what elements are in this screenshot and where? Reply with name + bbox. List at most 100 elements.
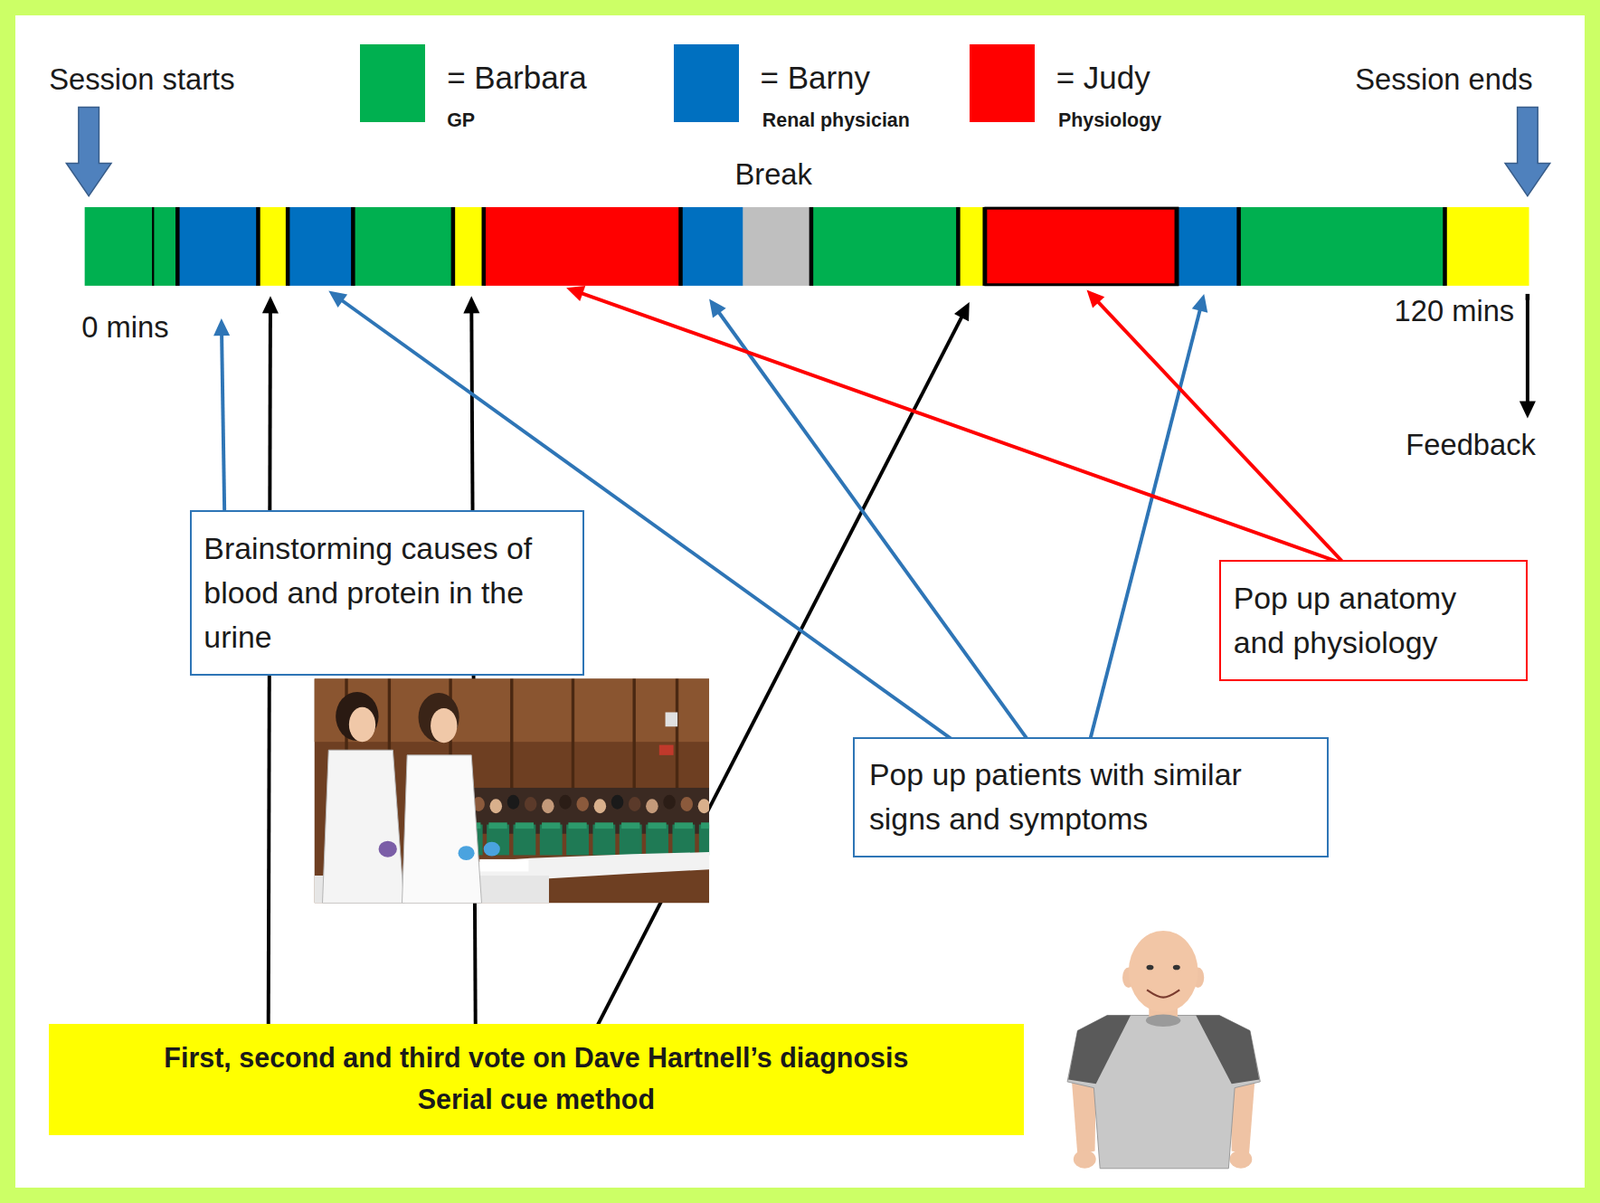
legend-swatch: [969, 44, 1035, 124]
callout-text: Brainstorming causes of blood and protei…: [203, 526, 542, 660]
arrow-head: [709, 299, 727, 319]
arrow-head: [463, 295, 480, 313]
audience-head: [645, 798, 659, 814]
timeline-segment: [811, 207, 960, 286]
audience-head: [524, 796, 538, 812]
segment-divider: [982, 207, 987, 286]
white-coat: [402, 755, 483, 904]
white-coat: [322, 749, 405, 903]
face: [349, 707, 376, 742]
text-label: Physiology: [1058, 109, 1162, 133]
hand: [1073, 1149, 1097, 1168]
green-seat: [619, 824, 643, 856]
classroom-photo: [313, 678, 710, 903]
table-item: [479, 859, 529, 872]
leader-arrow: [1089, 293, 1208, 741]
audience-head: [681, 796, 694, 812]
timeline-segment: [353, 207, 455, 286]
segment-divider: [678, 207, 683, 286]
leader-line: [596, 314, 964, 1027]
segment-divider: [255, 207, 261, 286]
session-arrow: [66, 106, 112, 196]
wall-sign: [659, 745, 674, 756]
photo-wall: [313, 678, 710, 903]
audience-head: [576, 796, 589, 812]
head: [1128, 930, 1199, 1013]
green-seat: [541, 822, 560, 829]
audience-head: [558, 795, 572, 810]
timeline-segment: [1237, 207, 1446, 286]
green-seat: [699, 824, 710, 856]
arrow-head: [262, 295, 279, 313]
leader-line: [579, 292, 1345, 565]
leader-arrow: [709, 299, 1029, 742]
green-seat: [488, 822, 507, 829]
audience-head: [628, 796, 642, 812]
text-label: Session starts: [48, 61, 235, 97]
green-seat: [647, 822, 666, 829]
wall-sign: [665, 711, 679, 727]
timeline-segment: [1445, 207, 1530, 286]
text-label: 0 mins: [81, 309, 169, 345]
callout-text: Pop up anatomy and physiology: [1233, 576, 1515, 665]
legend-text: = Judy: [1056, 58, 1151, 97]
arm: [1071, 1076, 1097, 1156]
timeline-segment: [85, 207, 154, 286]
green-seat: [621, 822, 640, 829]
callout-box: Brainstorming causes of blood and protei…: [189, 510, 586, 676]
timeline-segment: [152, 207, 176, 286]
leader-line: [1525, 293, 1531, 301]
green-seat: [568, 822, 587, 829]
timeline-segment: [454, 207, 485, 286]
vote-box: First, second and third vote on Dave Har…: [48, 1023, 1023, 1136]
text-label: GP: [446, 109, 475, 133]
legend-text: = Barny: [760, 58, 872, 97]
audience-head: [698, 798, 710, 814]
arrow-head: [328, 291, 348, 309]
glove: [458, 845, 475, 861]
leader-line: [717, 310, 1029, 741]
timeline-segment: [287, 207, 355, 286]
timeline-segment: [484, 207, 682, 286]
audience-head: [541, 798, 555, 814]
callout-box: Pop up patients with similar signs and s…: [852, 737, 1329, 859]
arrow-head: [954, 302, 970, 322]
green-seat: [674, 822, 693, 829]
text-label: Feedback: [1405, 426, 1536, 463]
green-seat: [592, 824, 616, 856]
leader-line: [221, 331, 225, 512]
shirt-panel: [1068, 1015, 1131, 1085]
arrow-head: [1519, 400, 1536, 418]
face: [430, 708, 457, 743]
segment-divider: [956, 207, 961, 286]
text-label: Break: [734, 156, 812, 192]
green-seat: [566, 824, 589, 856]
arrow-head: [566, 285, 586, 302]
segment-divider: [451, 207, 456, 286]
smile: [1146, 989, 1180, 997]
segment-outline: [985, 208, 1178, 285]
segment-divider: [1442, 207, 1448, 286]
audience-head: [662, 795, 676, 810]
t-shirt: [1067, 1015, 1260, 1169]
leader-line: [1096, 300, 1345, 565]
hand: [1229, 1149, 1252, 1168]
timeline-segment: [175, 207, 258, 286]
session-arrow: [1505, 106, 1551, 196]
green-seat: [595, 822, 614, 829]
audience-head: [507, 795, 521, 810]
eye: [1146, 965, 1155, 971]
segment-divider: [285, 207, 291, 286]
green-seat: [515, 822, 534, 829]
audience-head: [594, 798, 607, 814]
collar: [1145, 1013, 1181, 1027]
leader-line: [1525, 297, 1530, 405]
shirt-panel: [1195, 1015, 1260, 1085]
leader-arrow: [1087, 289, 1345, 564]
patient-figure: [1067, 930, 1260, 1169]
segment-divider: [350, 207, 356, 286]
segment-divider: [1174, 207, 1180, 286]
green-seat: [700, 822, 710, 829]
legend-text: = Barbara: [446, 58, 587, 97]
timeline-bar: [85, 207, 1530, 286]
